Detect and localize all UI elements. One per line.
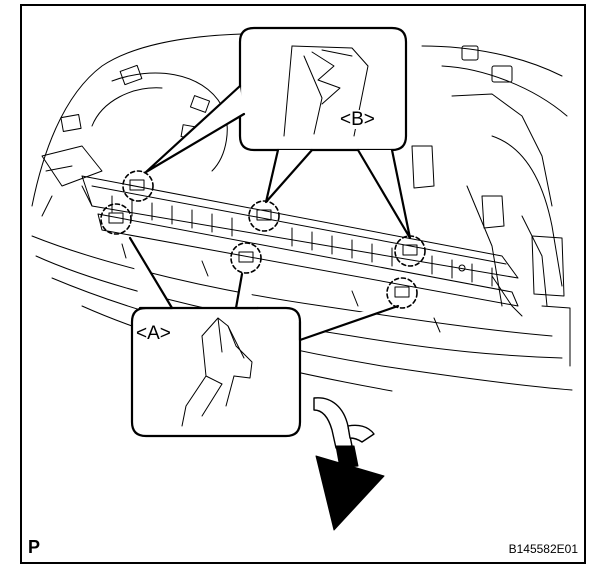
- clip-a-right: [386, 277, 418, 309]
- corner-letter: P: [28, 537, 41, 557]
- figure-number: B145582E01: [508, 542, 578, 556]
- instrument-panel-illustration: [31, 26, 573, 531]
- callout-b: [144, 26, 412, 240]
- callout-a-label: <A>: [136, 323, 171, 344]
- removal-direction-arrow-icon: [313, 397, 385, 531]
- clip-a-center: [230, 242, 262, 274]
- clip-a-left: [100, 203, 132, 235]
- clip-b-center: [248, 200, 280, 232]
- right-side-detail: [411, 45, 571, 367]
- clip-b-left: [122, 170, 154, 202]
- callout-a: [128, 236, 400, 438]
- callout-b-label: <B>: [340, 109, 375, 130]
- illustration-frame: <B> <A> P B145582E01: [20, 4, 586, 564]
- vent-strip: [81, 175, 519, 333]
- clip-markers: [100, 170, 426, 309]
- clip-glyphs: [108, 179, 418, 298]
